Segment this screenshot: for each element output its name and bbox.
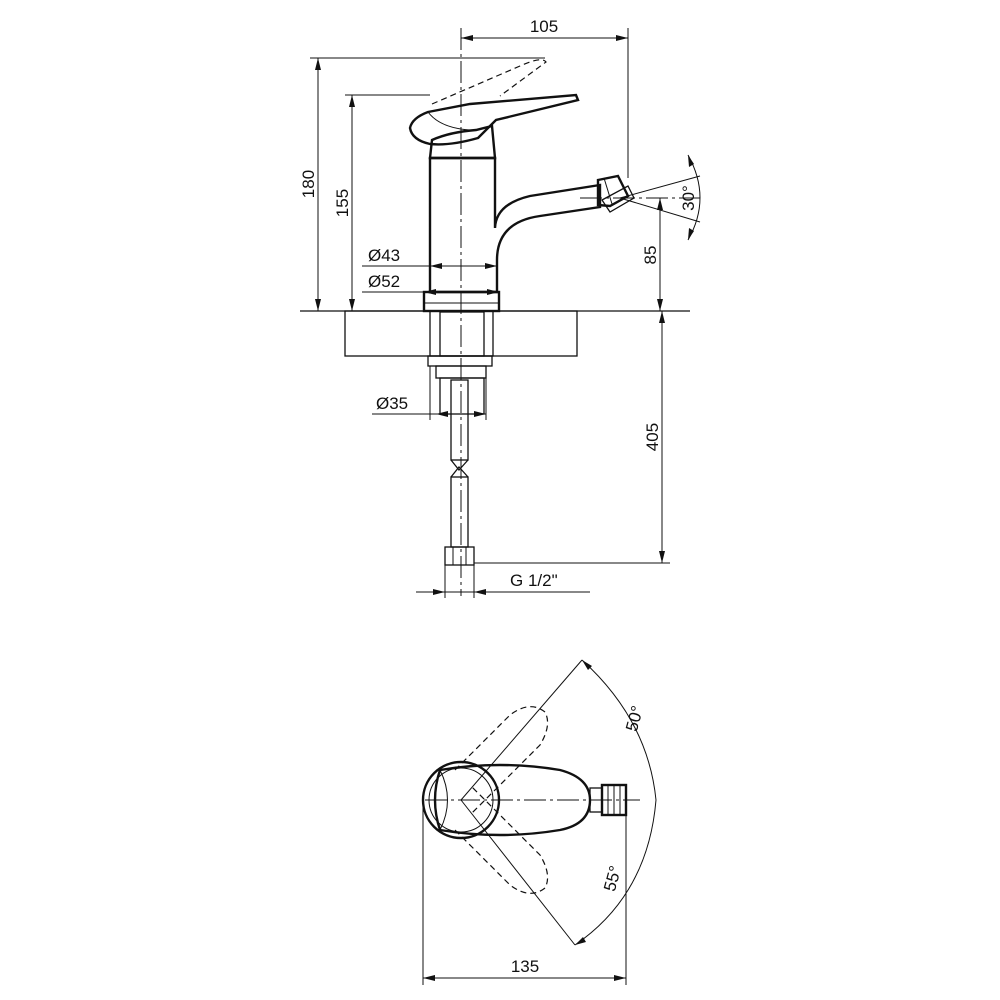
- dimension-85: 85: [641, 198, 663, 311]
- top-view: 50° 55° 135: [421, 659, 657, 985]
- dimension-105: 105: [461, 17, 629, 178]
- dimension-405: 405: [474, 311, 670, 564]
- mixer-handle: [408, 59, 580, 160]
- dimension-dia-52-label: Ø52: [368, 272, 400, 291]
- dimension-135: 135: [422, 800, 627, 985]
- dimension-135-label: 135: [511, 957, 539, 976]
- dimension-angle-50-label: 50°: [622, 704, 647, 734]
- dimension-angle-50: 50°: [581, 659, 657, 801]
- dimension-85-label: 85: [641, 246, 660, 265]
- side-view: 105 180 155 Ø43: [299, 17, 701, 598]
- top-lever-rotations: [454, 706, 549, 894]
- dimension-angle-30-label: 30°: [679, 185, 698, 211]
- dimension-405-label: 405: [643, 423, 662, 451]
- dimension-dia-43-label: Ø43: [368, 246, 400, 265]
- dimension-thread: G 1/2": [416, 565, 590, 598]
- dimension-angle-30: 30°: [619, 154, 701, 241]
- dimension-dia-43: Ø43: [362, 246, 497, 269]
- dimension-dia-52: Ø52: [362, 272, 499, 295]
- flexible-hose: [444, 379, 475, 566]
- top-handle: [433, 763, 592, 837]
- dimension-180: 180: [299, 57, 545, 311]
- dimension-thread-label: G 1/2": [510, 571, 558, 590]
- dimension-105-label: 105: [530, 17, 558, 36]
- dimension-angle-55: 55°: [574, 799, 657, 946]
- side-centerlines: [460, 28, 700, 596]
- dimension-dia-35: Ø35: [372, 366, 487, 420]
- countertop-section: [300, 310, 690, 357]
- top-centerlines: [425, 659, 640, 946]
- dimension-155: 155: [333, 94, 430, 311]
- mixer-body: [428, 156, 602, 294]
- dimension-155-label: 155: [333, 189, 352, 217]
- dimension-180-label: 180: [299, 170, 318, 198]
- aerator-nozzle: [596, 174, 635, 213]
- dimension-angle-55-label: 55°: [600, 864, 625, 894]
- dimension-dia-35-label: Ø35: [376, 394, 408, 413]
